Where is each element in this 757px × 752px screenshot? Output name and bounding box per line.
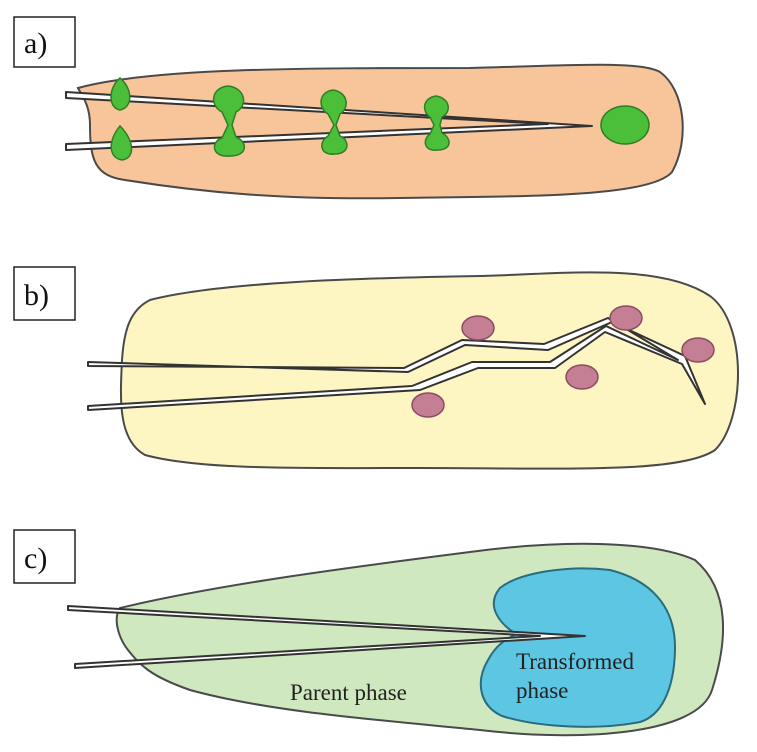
panel-b-label: b): [24, 279, 49, 312]
particle-b-3: [682, 338, 714, 362]
panel-b-body: [121, 272, 738, 468]
panel-a-label: a): [24, 27, 47, 60]
panel-b: b): [14, 267, 738, 469]
particle-b-4: [566, 365, 598, 389]
panel-c-label: c): [24, 542, 47, 575]
panel-c: c) Parent phase Transformed phase: [14, 530, 723, 735]
particle-b-1: [462, 316, 494, 340]
particle-b-2: [610, 306, 642, 330]
particle-a-6: [601, 106, 649, 144]
transformed-phase-label-line2: phase: [516, 678, 568, 703]
parent-phase-label: Parent phase: [290, 680, 407, 705]
panel-c-transformed-region: [481, 568, 675, 726]
particle-b-5: [412, 393, 444, 417]
panel-a: a): [14, 17, 683, 198]
transformed-phase-label-line1: Transformed: [516, 649, 634, 674]
